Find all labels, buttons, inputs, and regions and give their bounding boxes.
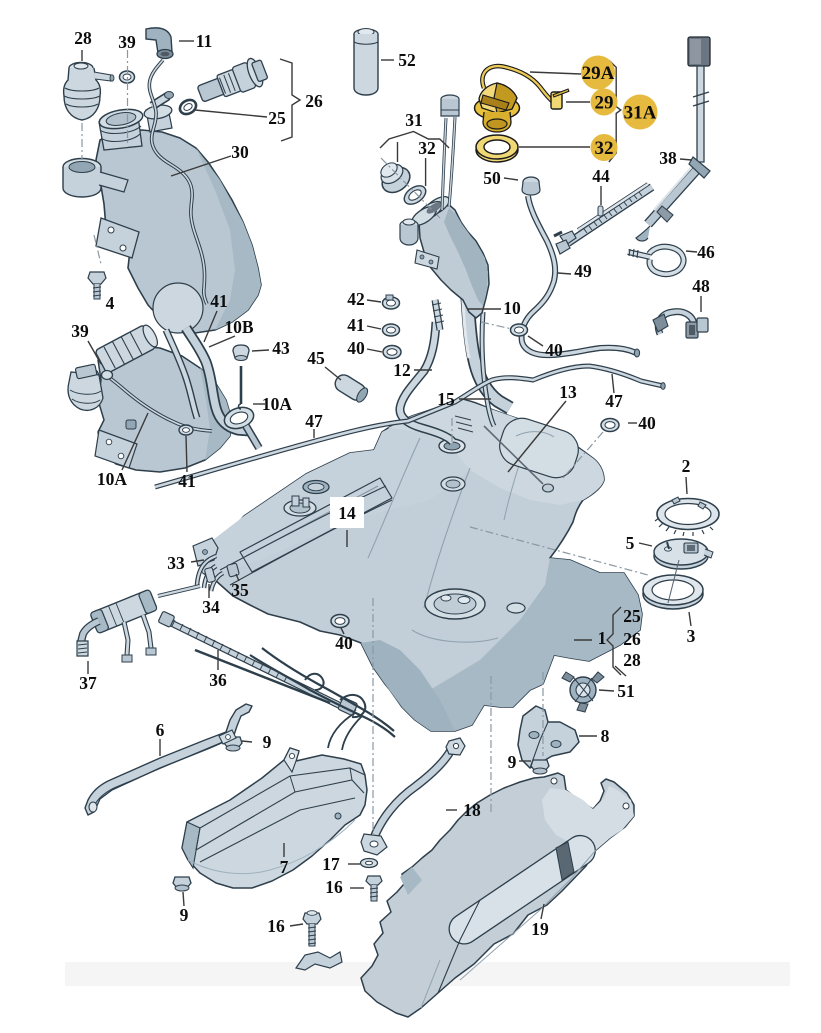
svg-text:16: 16	[267, 916, 285, 936]
svg-text:39: 39	[118, 32, 136, 52]
svg-text:31A: 31A	[624, 103, 657, 124]
svg-text:19: 19	[531, 919, 549, 939]
svg-text:2: 2	[682, 456, 691, 476]
svg-text:17: 17	[322, 854, 340, 874]
svg-text:51: 51	[617, 681, 635, 701]
svg-text:32: 32	[418, 138, 436, 158]
svg-text:10A: 10A	[97, 469, 128, 489]
svg-text:11: 11	[196, 31, 213, 51]
svg-text:40: 40	[545, 340, 563, 360]
svg-text:30: 30	[231, 142, 249, 162]
svg-text:41: 41	[347, 315, 365, 335]
svg-text:10B: 10B	[224, 317, 254, 337]
svg-text:35: 35	[231, 580, 249, 600]
svg-text:47: 47	[305, 411, 323, 431]
svg-text:41: 41	[178, 471, 196, 491]
svg-text:9: 9	[508, 752, 517, 772]
svg-text:38: 38	[659, 148, 677, 168]
svg-text:13: 13	[559, 382, 577, 402]
svg-text:29: 29	[595, 93, 614, 114]
svg-text:40: 40	[347, 338, 365, 358]
svg-text:45: 45	[307, 348, 325, 368]
svg-text:40: 40	[638, 413, 656, 433]
svg-text:52: 52	[398, 50, 416, 70]
svg-text:9: 9	[180, 905, 189, 925]
svg-text:44: 44	[592, 166, 610, 186]
svg-text:14: 14	[338, 503, 356, 523]
svg-text:37: 37	[79, 673, 97, 693]
svg-text:39: 39	[71, 321, 89, 341]
svg-text:18: 18	[463, 800, 481, 820]
svg-text:43: 43	[272, 338, 290, 358]
svg-text:47: 47	[605, 391, 623, 411]
svg-text:32: 32	[595, 138, 614, 159]
svg-text:25: 25	[268, 108, 286, 128]
svg-text:28: 28	[623, 650, 641, 670]
svg-text:26: 26	[623, 629, 641, 649]
svg-text:33: 33	[167, 553, 185, 573]
svg-text:29A: 29A	[582, 63, 615, 84]
svg-text:42: 42	[347, 289, 365, 309]
svg-text:36: 36	[209, 670, 227, 690]
svg-text:25: 25	[623, 606, 641, 626]
svg-text:12: 12	[393, 360, 411, 380]
svg-text:46: 46	[697, 242, 715, 262]
svg-text:5: 5	[626, 533, 635, 553]
svg-text:3: 3	[687, 626, 696, 646]
svg-text:50: 50	[483, 168, 501, 188]
svg-text:1: 1	[598, 628, 607, 648]
svg-text:6: 6	[156, 720, 165, 740]
svg-text:40: 40	[335, 633, 353, 653]
svg-text:28: 28	[74, 28, 92, 48]
svg-text:31: 31	[405, 110, 423, 130]
svg-text:34: 34	[202, 597, 220, 617]
svg-text:48: 48	[692, 276, 710, 296]
svg-text:15: 15	[437, 389, 455, 409]
svg-text:16: 16	[325, 877, 343, 897]
svg-text:4: 4	[106, 293, 115, 313]
svg-text:10: 10	[503, 298, 521, 318]
svg-text:49: 49	[574, 261, 592, 281]
svg-text:9: 9	[263, 732, 272, 752]
svg-text:7: 7	[280, 857, 289, 877]
svg-text:41: 41	[210, 291, 228, 311]
svg-text:8: 8	[601, 726, 610, 746]
svg-text:10A: 10A	[262, 394, 293, 414]
svg-text:26: 26	[305, 91, 323, 111]
